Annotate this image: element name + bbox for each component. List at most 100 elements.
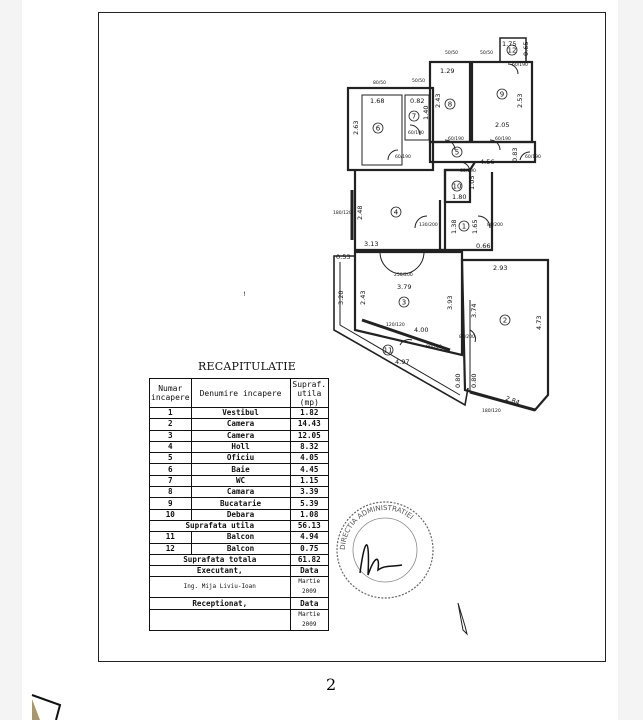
cell-nr: 1 (149, 406, 192, 420)
recap-title: RECAPITULATIE (198, 360, 296, 373)
dimension-label: 1.65 (471, 220, 479, 234)
cell-name: Baie (190, 463, 291, 476)
recap-table: Numar incapere Denumire incapere Supraf.… (149, 378, 330, 631)
executant-label: Executant, (149, 565, 291, 578)
cell-name: Vestibul (190, 406, 291, 420)
opening-label: 60/190 (525, 154, 541, 160)
dimension-label: 1.80 (452, 193, 466, 201)
opening-label: 80/50 (373, 80, 386, 86)
cell-nr: 7 (149, 474, 192, 488)
room-marker: 10 (451, 180, 463, 192)
dimension-label: 4.73 (535, 316, 543, 330)
dimension-label: 1.75 (502, 40, 516, 48)
dimension-label: 2.43 (359, 291, 367, 305)
opening-label: 180/120 (333, 210, 352, 216)
stamp-text: DIRECTIA ADMINISTRATIEI (339, 504, 415, 550)
dimension-label: 1.40 (422, 106, 430, 120)
cell-area: 8.32 (289, 440, 330, 454)
dimension-label: 2.53 (516, 94, 524, 108)
dimension-label: 2.63 (352, 121, 360, 135)
drawing-frame (98, 12, 606, 662)
header-area: Supraf. utila (mp) (289, 378, 330, 408)
opening-label: 60/190 (395, 154, 411, 160)
cell-nr: 10 (149, 508, 192, 521)
mark: ! (243, 290, 246, 298)
executant-name: Ing. Mija Liviu-Ioan (149, 576, 291, 599)
room-marker: 6 (372, 122, 384, 134)
room-baie-walls (346, 86, 435, 172)
room-number: 10 (453, 183, 462, 191)
opening-label: 60/190 (512, 62, 528, 68)
cell-name: Balcon (190, 542, 291, 555)
dimension-label: 4.00 (414, 326, 428, 334)
dimension-label: 3.79 (397, 283, 411, 291)
dimension-label: 4.97 (395, 358, 409, 366)
cell-area: 4.94 (289, 531, 330, 544)
cell-area: 3.39 (289, 486, 330, 499)
receptionat-label: Receptionat, (149, 597, 291, 610)
cell-name: WC (190, 474, 291, 488)
dimension-label: 3.93 (446, 296, 454, 310)
room-number: 9 (500, 91, 504, 99)
dimension-label: 3.20 (337, 291, 345, 305)
room-marker: 2 (499, 314, 511, 326)
opening-label: 80/200 (459, 334, 475, 340)
corner-mark (31, 694, 62, 720)
cell-nr: 5 (149, 452, 192, 465)
dimension-label: 1.68 (370, 97, 384, 105)
room-marker: 1 (458, 220, 470, 232)
receptionat-signature (149, 608, 291, 631)
receptionat-date: Martie 2009 (289, 608, 330, 631)
room-marker: 8 (444, 98, 456, 110)
official-stamp: DIRECTIA ADMINISTRATIEI (336, 501, 434, 599)
dimension-label: 2.48 (356, 206, 364, 220)
room-marker: 3 (398, 296, 410, 308)
room-number: 7 (412, 113, 416, 121)
svg-text:DIRECTIA ADMINISTRATIEI: DIRECTIA ADMINISTRATIEI (339, 504, 415, 550)
room-marker: 9 (496, 88, 508, 100)
dimension-label: 0.65 (522, 42, 530, 56)
room-marker: 12 (506, 44, 518, 56)
cell-area: 1.08 (289, 508, 330, 521)
dimension-label: 1.05 (468, 176, 476, 190)
opening-label: 180/120 (482, 408, 501, 414)
opening-label: 250/200 (394, 272, 413, 278)
total-label: Suprafata totala (149, 553, 291, 567)
dimension-label: 1.38 (450, 220, 458, 234)
opening-label: 50/50 (480, 50, 493, 56)
room-number: 8 (448, 101, 452, 109)
dimension-label: 3.13 (364, 240, 378, 248)
room-number: 5 (455, 149, 459, 157)
opening-label: 80/200 (487, 222, 503, 228)
dimension-label: 2.43 (434, 94, 442, 108)
cell-name: Camera (190, 429, 291, 442)
room-number: 1 (462, 223, 466, 231)
room-number: 4 (394, 209, 399, 217)
room-marker: 11 (382, 344, 394, 356)
cell-name: Camera (190, 418, 291, 431)
dimension-label: 0.80 (470, 374, 478, 388)
cell-area: 0.75 (289, 542, 330, 555)
header-name: Denumire incapere (190, 378, 291, 408)
executant-date-label: Data (289, 565, 330, 578)
opening-label: 80/200 (426, 344, 442, 350)
cell-nr: 12 (149, 542, 192, 555)
signature (359, 544, 403, 576)
dimension-label: 3.74 (470, 304, 478, 318)
pen-mark (457, 602, 468, 636)
cell-nr: 9 (149, 497, 192, 510)
opening-label: 130/200 (419, 222, 438, 228)
room-number: 2 (503, 317, 507, 325)
cell-nr: 3 (149, 429, 192, 442)
